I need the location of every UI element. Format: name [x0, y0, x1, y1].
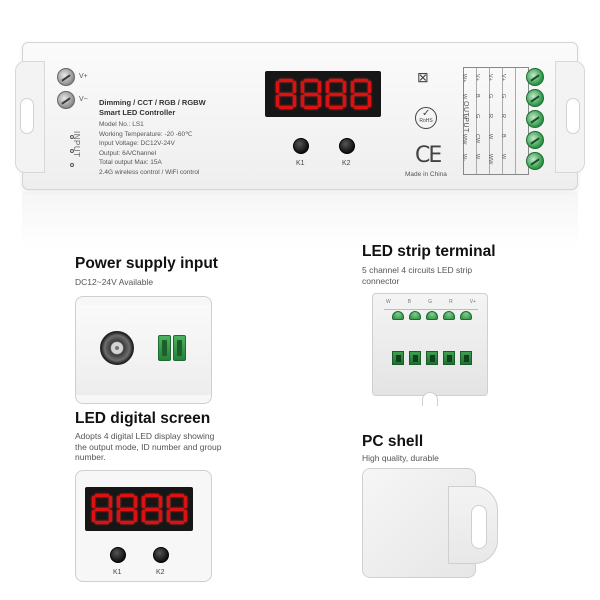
display-digit [275, 79, 296, 109]
output-screw [526, 110, 544, 128]
spec-line: 2.4G wireless control / WiFi control [99, 168, 200, 176]
mode-column: V+ G R W WW [487, 68, 503, 174]
display-digit [166, 494, 187, 524]
power-section-title: Power supply input [75, 255, 218, 272]
k2-button[interactable] [153, 547, 169, 563]
spec-line: Output: 6A/Channel [99, 149, 157, 157]
led-controller-device: V+ V− INPUT Dimming / CCT / RGB / RGBW S… [15, 42, 585, 190]
mode-column: V+ B G CW W [474, 68, 490, 174]
display-digit [91, 494, 112, 524]
output-screw [526, 131, 544, 149]
spec-line: Total output Max: 15A [99, 159, 162, 166]
shell-section-desc: High quality, durable [362, 453, 439, 463]
screen-closeup: K1 K2 [75, 470, 212, 582]
terminal-slot [392, 351, 404, 365]
terminal-screw [426, 311, 438, 320]
screen-section-desc: Adopts 4 digital LED display showing the… [75, 431, 222, 462]
screen-section-title: LED digital screen [75, 410, 211, 427]
input-terminal-block [158, 335, 171, 361]
power-section-desc: DC12~24V Available [75, 277, 154, 287]
terminal-screw [392, 311, 404, 320]
terminal-slot [409, 351, 421, 365]
input-vplus-label: V+ [79, 73, 88, 80]
display-digit [116, 494, 137, 524]
k2-label: K2 [156, 569, 165, 576]
k2-label: K2 [342, 160, 351, 167]
input-vminus-screw [57, 91, 75, 109]
terminal-closeup: W B G R V+ [362, 293, 498, 406]
k1-button[interactable] [293, 138, 309, 154]
k2-button[interactable] [339, 138, 355, 154]
display-digit [350, 79, 371, 109]
display-digit [325, 79, 346, 109]
k1-label: K1 [113, 569, 122, 576]
terminal-slot [443, 351, 455, 365]
k1-label: K1 [296, 160, 305, 167]
terminal-section-title: LED strip terminal [362, 243, 496, 260]
device-reflection [22, 192, 578, 250]
led-digital-display [265, 71, 381, 117]
display-digit [300, 79, 321, 109]
display-digit [141, 494, 162, 524]
terminal-section-desc: 5 channel 4 circuits LED strip connector [362, 265, 473, 286]
led-digital-display [85, 487, 193, 531]
terminal-screw [443, 311, 455, 320]
spec-line: Working Temperature: -20 -60℃ [99, 130, 193, 138]
rohs-icon: RoHS [415, 101, 437, 129]
terminal-slot [460, 351, 472, 365]
right-mounting-ear [555, 61, 585, 173]
power-input-closeup [75, 296, 212, 404]
input-terminal-block [173, 335, 186, 361]
dc-polarity-icon [67, 135, 77, 171]
shell-closeup [362, 468, 498, 578]
terminal-slot [426, 351, 438, 365]
k1-button[interactable] [110, 547, 126, 563]
terminal-screw [460, 311, 472, 320]
product-title-line-1: Dimming / CCT / RGB / RGBW [99, 98, 206, 107]
spec-line: Model No.: LS1 [99, 121, 144, 128]
output-screw [526, 89, 544, 107]
made-in-label: Made in China [405, 171, 447, 178]
mode-column: W+ W W WW W- [461, 68, 477, 174]
output-screw [526, 68, 544, 86]
weee-bin-icon: ⊠ [417, 69, 429, 85]
product-title-line-2: Smart LED Controller [99, 108, 176, 117]
input-label: INPUT [72, 131, 81, 158]
spec-list: Model No.: LS1 Working Temperature: -20 … [99, 120, 199, 177]
output-mode-table: W+ W W WW W- V+ B G CW W V+ G R W WW V+ … [461, 67, 529, 175]
input-vplus-screw [57, 68, 75, 86]
terminal-screw [409, 311, 421, 320]
left-mounting-ear [15, 61, 45, 173]
input-vminus-label: V− [79, 96, 88, 103]
shell-section-title: PC shell [362, 433, 424, 450]
spec-line: Input Voltage: DC12V-24V [99, 140, 175, 147]
mode-column: V+ G R B W [500, 68, 516, 174]
output-screw [526, 152, 544, 170]
ce-mark: CE [415, 143, 442, 168]
terminal-labels: W B G R V+ [386, 299, 476, 305]
